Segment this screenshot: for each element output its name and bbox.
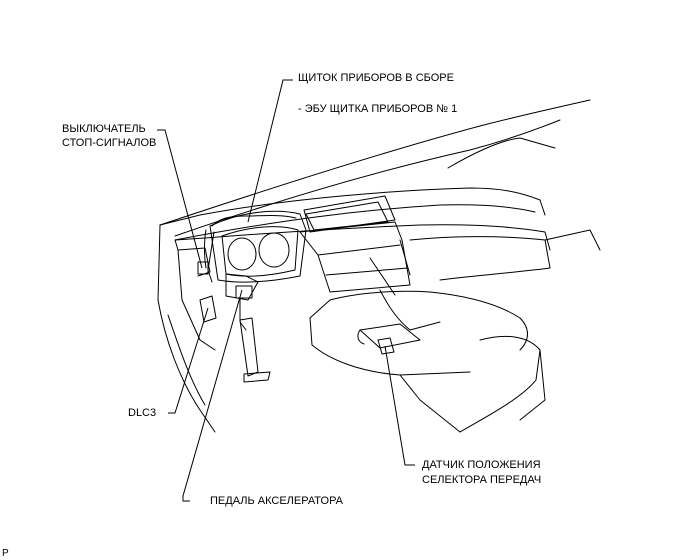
dash-right xyxy=(544,229,601,251)
center-stack xyxy=(369,257,396,296)
steering-column xyxy=(225,273,259,301)
gauge-left xyxy=(227,237,257,271)
center-stack xyxy=(399,239,411,276)
pedal-floor xyxy=(243,371,271,383)
center-stack xyxy=(325,267,409,276)
dash-top xyxy=(159,187,546,226)
leader-shift-sensor xyxy=(384,345,415,466)
label-dlc3: DLC3 xyxy=(128,407,157,419)
shift-gate xyxy=(359,323,421,349)
leader-stop-switch xyxy=(157,129,203,269)
label-stop-switch-1: ВЫКЛЮЧАТЕЛЬ xyxy=(62,123,146,135)
label-cluster-assembly: ЩИТОК ПРИБОРОВ В СБОРЕ xyxy=(298,72,454,84)
left-panel xyxy=(157,224,216,433)
leader-accel-pedal xyxy=(182,289,243,502)
shift-detail xyxy=(357,329,365,345)
console-side xyxy=(309,317,471,376)
console-rear xyxy=(519,349,546,421)
shift-sensor xyxy=(377,337,395,355)
shift-boot xyxy=(379,289,441,331)
console-top xyxy=(309,290,528,351)
cluster-hood xyxy=(209,210,307,283)
corner-mark: P xyxy=(2,548,9,559)
kick-panel xyxy=(167,314,206,406)
pillar-right xyxy=(447,137,556,169)
label-shift-sensor-2: СЕЛЕКТОРА ПЕРЕДАЧ xyxy=(422,474,542,486)
label-cluster-ecu: - ЭБУ ЩИТКА ПРИБОРОВ № 1 xyxy=(298,103,458,115)
dash-top-inner xyxy=(174,204,536,241)
center-stack xyxy=(317,244,401,256)
display-housing xyxy=(303,195,396,233)
console-line xyxy=(399,374,461,433)
left-panel xyxy=(174,239,216,351)
stop-switch-body xyxy=(197,261,209,275)
leader-dlc3 xyxy=(168,307,209,414)
accelerator-pedal xyxy=(239,317,259,377)
kick-panel xyxy=(199,295,217,323)
windshield-line xyxy=(174,119,561,237)
label-accelerator-pedal: ПЕДАЛЬ АКСЕЛЕРАТОРА xyxy=(210,495,344,507)
gauge-right xyxy=(258,232,290,268)
console-rear xyxy=(459,335,541,433)
display-housing xyxy=(305,201,389,231)
column-connector xyxy=(235,285,253,299)
leader-cluster xyxy=(247,79,293,223)
dash-lower-edge xyxy=(174,224,551,251)
windshield-line xyxy=(159,99,591,226)
cluster-harness xyxy=(211,215,297,227)
label-shift-sensor-1: ДАТЧИК ПОЛОЖЕНИЯ xyxy=(422,459,541,471)
label-stop-switch-2: СТОП-СИГНАЛОВ xyxy=(62,137,157,149)
